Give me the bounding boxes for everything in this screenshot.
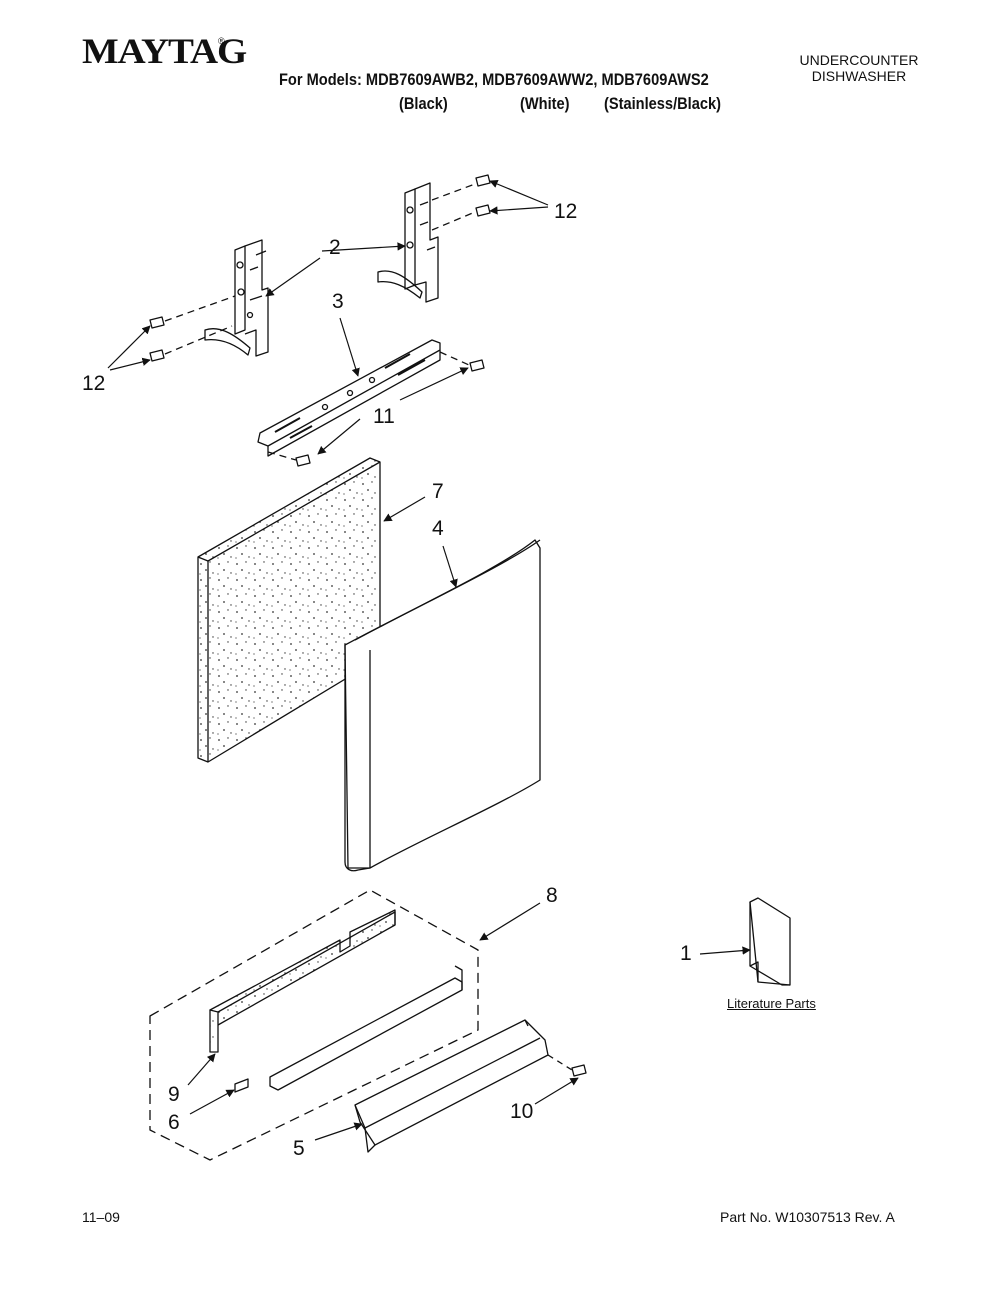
models-list: For Models: MDB7609AWB2, MDB7609AWW2, MD… [279, 70, 709, 89]
leader-12-left-a [107, 325, 151, 369]
leader-4 [442, 545, 458, 588]
toe-panel-screw [571, 1064, 587, 1077]
callout-1: 1 [680, 942, 692, 965]
callout-8: 8 [546, 884, 558, 907]
toe-panel [354, 1019, 549, 1153]
outer-door-panel [344, 539, 541, 872]
leader-6 [189, 1089, 235, 1115]
leader-12-left-b [109, 357, 151, 371]
leader-1 [699, 946, 751, 955]
appliance-line-2: DISHWASHER [811, 68, 907, 84]
footer-part-number: Part No. W10307513 Rev. A [720, 1209, 895, 1225]
footer-date: 11–09 [82, 1209, 120, 1225]
callout-9: 9 [168, 1083, 180, 1106]
leader-8 [479, 902, 541, 941]
variant-black: (Black) [399, 94, 448, 113]
screw-group-right [431, 174, 491, 231]
door-mounting-rail [257, 339, 485, 467]
callout-12-right: 12 [554, 200, 578, 223]
brand-logo: MAYTAG [82, 31, 247, 71]
toe-channel [269, 965, 463, 1091]
callout-11: 11 [373, 405, 395, 428]
callout-2: 2 [329, 236, 341, 259]
leader-7 [383, 496, 426, 522]
variant-stainless: (Stainless/Black) [604, 94, 722, 113]
toe-panel-insulation [209, 909, 396, 1053]
leader-9 [187, 1053, 216, 1086]
callout-12-left: 12 [82, 372, 106, 395]
appliance-type: UNDERCOUNTER DISHWASHER [795, 52, 923, 84]
toe-clip [234, 1078, 249, 1093]
leader-11-left [317, 418, 361, 455]
hinge-bracket-left [204, 239, 269, 357]
screw-group-left [149, 295, 236, 362]
leader-2-right [321, 242, 406, 252]
callout-7: 7 [432, 480, 444, 503]
leader-3 [339, 317, 360, 377]
literature-booklet [749, 897, 791, 986]
toe-kit-outline [149, 889, 479, 1161]
appliance-line-1: UNDERCOUNTER [799, 52, 919, 68]
literature-parts-label: Literature Parts [727, 996, 816, 1011]
leader-2-left [265, 257, 321, 297]
callout-4: 4 [432, 517, 444, 540]
callout-3: 3 [332, 290, 344, 313]
leader-12-right-b [489, 206, 549, 215]
callout-5: 5 [293, 1137, 305, 1160]
leader-5 [314, 1122, 363, 1141]
leader-11-right [399, 367, 469, 401]
leader-12-right-a [489, 180, 549, 206]
registered-mark: ® [218, 36, 225, 46]
leader-10 [534, 1077, 579, 1105]
hinge-bracket-right [377, 182, 439, 303]
callout-6: 6 [168, 1111, 180, 1134]
callout-10: 10 [510, 1100, 534, 1123]
variant-white: (White) [520, 94, 570, 113]
